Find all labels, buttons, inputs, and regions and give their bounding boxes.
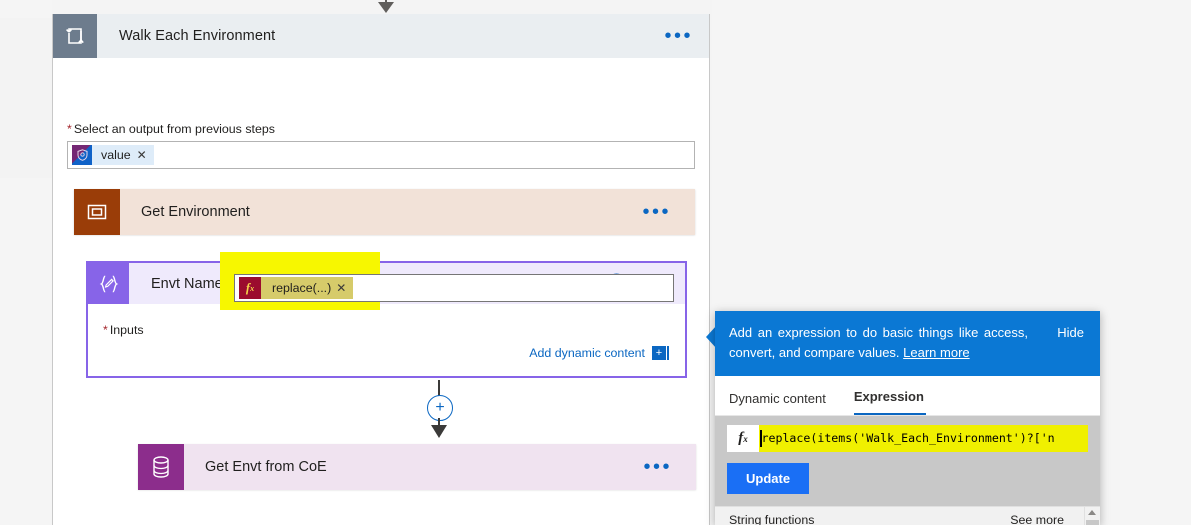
select-output-label: *Select an output from previous steps <box>67 122 275 136</box>
get-environment-card[interactable]: Get Environment ••• <box>74 189 695 235</box>
expression-input-value: replace(items('Walk_Each_Environment')?[… <box>761 430 1055 445</box>
fx-icon-x: x <box>250 283 255 293</box>
canvas-left-band <box>0 18 52 178</box>
fx-editor-x: x <box>743 433 748 444</box>
value-token-chip[interactable]: value ✕ <box>72 145 154 165</box>
expression-panel-banner-text: Add an expression to do basic things lik… <box>729 323 1086 363</box>
get-envt-from-coe-card[interactable]: Get Envt from CoE ••• <box>138 444 696 490</box>
value-token-label: value <box>101 148 131 162</box>
update-button[interactable]: Update <box>727 463 810 495</box>
inputs-label-text: Inputs <box>109 323 144 337</box>
shield-icon <box>72 145 92 165</box>
tab-dynamic-content[interactable]: Dynamic content <box>729 391 826 407</box>
see-more-link[interactable]: See more <box>1010 513 1064 525</box>
scrollbar-thumb[interactable] <box>1086 520 1099 525</box>
replace-expression-label: replace(...) <box>272 281 332 295</box>
compose-braces-icon <box>88 263 129 304</box>
hide-button[interactable]: Hide <box>1057 325 1084 340</box>
envt-name-body: *Inputs Add dynamic content + <box>88 304 685 376</box>
replace-expression-remove-icon[interactable]: ✕ <box>336 281 347 295</box>
plus-icon: + <box>652 346 666 360</box>
tab-expression[interactable]: Expression <box>853 389 926 416</box>
envt-name-title: Envt Name <box>151 275 223 292</box>
expression-panel-footer: String functions See more <box>715 506 1100 525</box>
walk-each-environment-title: Walk Each Environment <box>119 28 276 44</box>
incoming-connector-arrow <box>378 0 394 16</box>
expression-panel-banner: Add an expression to do basic things lik… <box>715 311 1100 377</box>
get-environment-title: Get Environment <box>141 204 250 220</box>
scope-icon <box>74 189 120 235</box>
walk-each-environment-card: Walk Each Environment ••• *Select an out… <box>52 14 710 525</box>
get-envt-from-coe-title: Get Envt from CoE <box>205 459 327 475</box>
database-icon <box>138 444 184 490</box>
text-caret <box>760 430 762 448</box>
inputs-label: *Inputs <box>103 323 144 337</box>
fx-icon-f: f <box>245 280 251 295</box>
expression-panel-scrollbar[interactable] <box>1084 507 1100 525</box>
expression-panel-tabs: Dynamic content Expression <box>715 376 1100 417</box>
string-functions-label: String functions <box>729 513 815 525</box>
insert-step-connector: + <box>427 380 453 442</box>
expression-panel-banner-copy: Add an expression to do basic things lik… <box>729 325 1028 361</box>
select-output-label-text: Select an output from previous steps <box>73 122 275 136</box>
expression-input[interactable]: replace(items('Walk_Each_Environment')?[… <box>759 425 1088 453</box>
insert-new-step-button[interactable]: + <box>427 395 453 421</box>
loop-icon <box>53 14 97 58</box>
add-dynamic-content-button[interactable]: Add dynamic content + <box>529 346 669 360</box>
expression-panel-pointer <box>706 325 717 349</box>
scroll-up-icon[interactable] <box>1088 510 1096 516</box>
get-environment-menu-icon[interactable]: ••• <box>642 201 671 223</box>
get-envt-from-coe-menu-icon[interactable]: ••• <box>643 456 672 478</box>
add-dynamic-caret-bar <box>667 346 669 360</box>
select-output-input[interactable]: value ✕ <box>67 141 695 169</box>
value-token-remove-icon[interactable]: ✕ <box>136 148 147 162</box>
required-asterisk-inputs: * <box>103 323 108 337</box>
add-dynamic-content-label: Add dynamic content <box>529 346 645 360</box>
walk-each-environment-menu-icon[interactable]: ••• <box>664 25 693 47</box>
required-asterisk: * <box>67 122 72 136</box>
expression-panel: Add an expression to do basic things lik… <box>715 311 1100 525</box>
fx-editor-f: f <box>738 430 744 447</box>
walk-each-environment-header[interactable]: Walk Each Environment ••• <box>53 14 709 58</box>
learn-more-link[interactable]: Learn more <box>903 345 970 361</box>
